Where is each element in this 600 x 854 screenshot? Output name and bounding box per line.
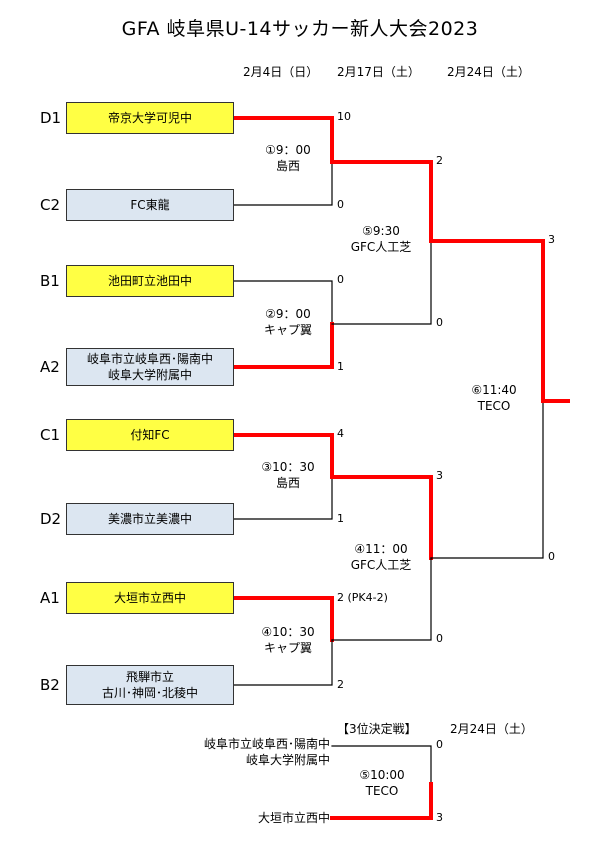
page-title: GFA 岐阜県U-14サッカー新人大会2023: [121, 18, 479, 40]
third-place-team1: 岐阜市立岐阜西･陽南中 岐阜大学附属中: [203, 737, 330, 767]
seed-label: C2: [40, 196, 61, 214]
line-m3-top: [232, 433, 334, 479]
line-sf2-bottom: [331, 557, 432, 641]
match-info-third: ⑤10:00 TECO: [359, 768, 405, 798]
score: 3: [436, 811, 443, 824]
date-round3: 2月24日（土）: [447, 65, 530, 79]
line-3rd-bottom: [330, 782, 433, 820]
score: 0: [436, 738, 443, 751]
score: 1: [337, 512, 344, 525]
match-info-4: ④10：30 キャプ翼: [261, 625, 315, 655]
seed-label: C1: [40, 426, 61, 444]
team-box: 帝京大学可児中: [66, 102, 234, 134]
team-box: 大垣市立西中: [66, 582, 234, 614]
third-place-date: 2月24日（土）: [450, 722, 533, 736]
line-m4-top: [232, 596, 334, 642]
line-m1-bottom: [233, 161, 333, 206]
team-box: 岐阜市立岐阜西･陽南中 岐阜大学附属中: [66, 348, 234, 386]
match-info-3: ③10：30 島西: [261, 460, 315, 490]
line-sf2-top: [330, 475, 433, 560]
seed-label: B2: [40, 676, 60, 694]
third-place-team2: 大垣市立西中: [257, 811, 330, 825]
team-box: 美濃市立美濃中: [66, 503, 234, 535]
score: 3: [436, 469, 443, 482]
team-box: 飛騨市立 古川･神岡･北稜中: [66, 665, 234, 705]
date-round2: 2月17日（土）: [337, 65, 420, 79]
score: 0: [337, 198, 344, 211]
score: 0: [436, 632, 443, 645]
seed-label: D1: [40, 109, 62, 127]
score: 0: [337, 273, 344, 286]
seed-label: B1: [40, 272, 60, 290]
score: 2: [436, 154, 443, 167]
line-m1-top: [232, 116, 334, 164]
match-info-2: ②9：00 キャプ翼: [263, 307, 312, 337]
match-info-1: ①9：00 島西: [265, 143, 311, 173]
line-final-bottom: [430, 400, 544, 559]
match-info-sf1: ⑤9:30 GFC人工芝: [350, 224, 412, 254]
score: 2 (PK4-2): [337, 591, 388, 604]
score: 2: [337, 678, 344, 691]
line-sf1-top: [330, 160, 433, 243]
team-box: 池田町立池田中: [66, 265, 234, 297]
line-m2-bottom: [232, 322, 334, 369]
score: 4: [337, 427, 344, 440]
team-box: FC東龍: [66, 189, 234, 221]
score: 0: [548, 550, 555, 563]
seed-label: A1: [40, 589, 60, 607]
seed-label: D2: [40, 510, 62, 528]
line-m4-bottom: [233, 639, 333, 686]
score: 10: [337, 110, 351, 123]
match-info-sf2: ④11：00 GFC人工芝: [350, 542, 412, 572]
line-m2-top: [233, 280, 333, 325]
team-box: 付知FC: [66, 419, 234, 451]
score: 0: [436, 316, 443, 329]
score: 1: [337, 360, 344, 373]
seed-label: A2: [40, 358, 60, 376]
match-info-final: ⑥11:40 TECO: [471, 383, 517, 413]
line-final-top: [429, 239, 545, 403]
date-round1: 2月4日（日）: [243, 65, 319, 79]
line-sf1-bottom: [331, 240, 432, 325]
third-place-heading: 【3位決定戦】: [337, 722, 417, 736]
line-m3-bottom: [233, 476, 333, 520]
score: 3: [548, 233, 555, 246]
line-3rd-top: [331, 745, 432, 785]
